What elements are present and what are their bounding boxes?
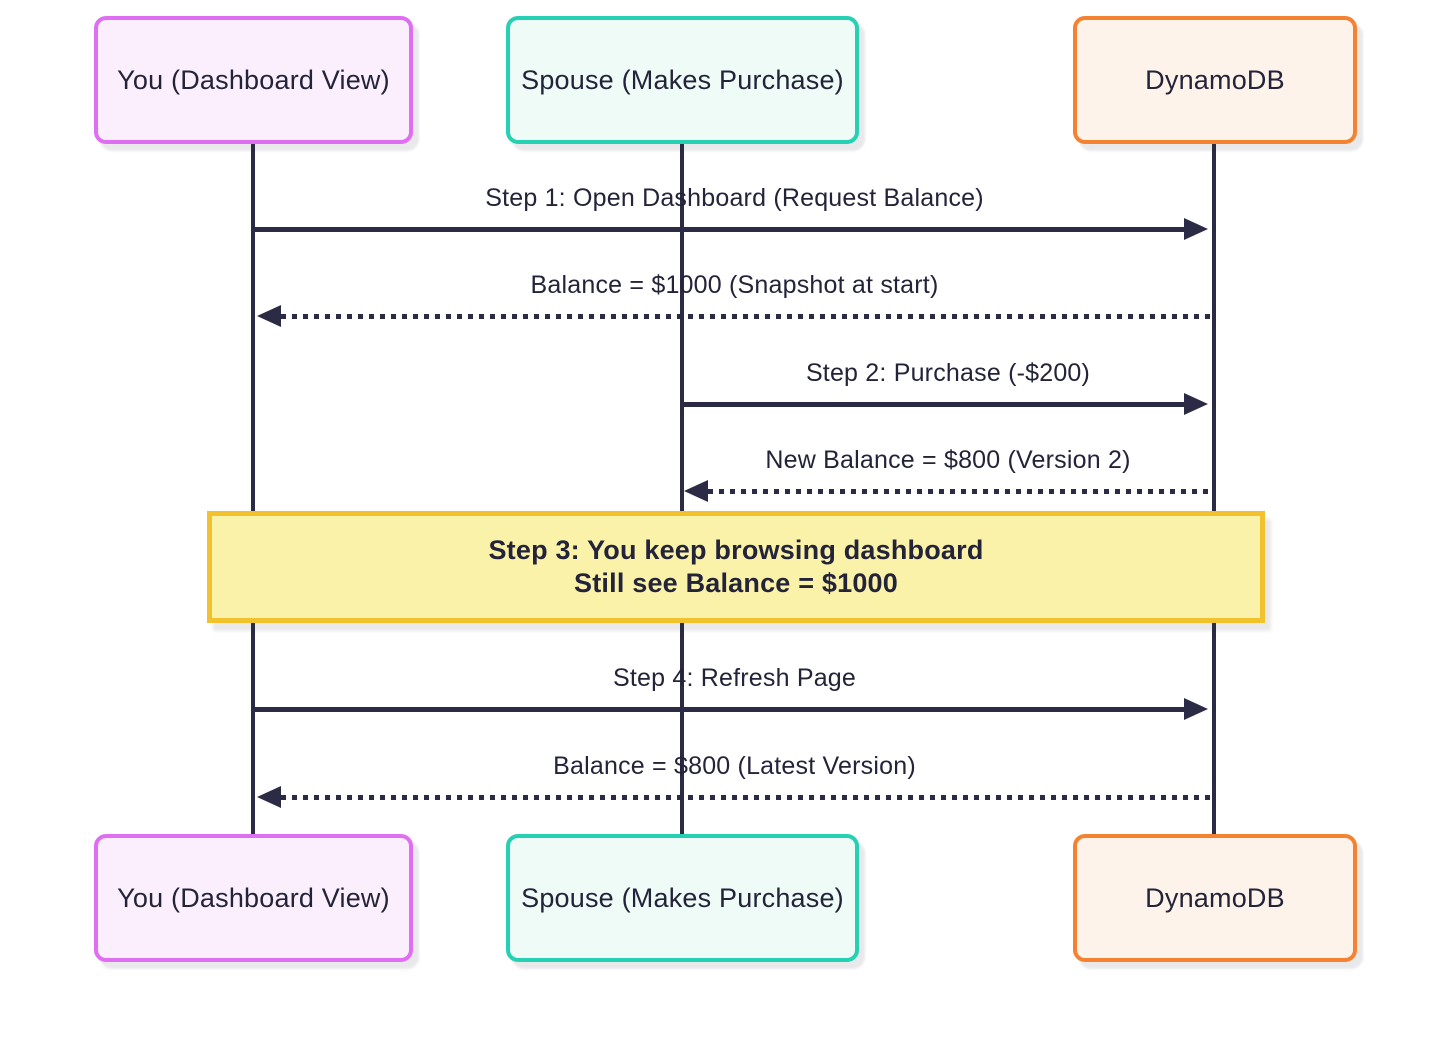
message-line-step4 <box>255 707 1186 712</box>
message-line-balance-1000 <box>281 314 1214 319</box>
lifeline-dynamodb <box>1212 144 1216 836</box>
actor-dynamodb-bottom: DynamoDB <box>1073 834 1357 962</box>
message-label-step1: Step 1: Open Dashboard (Request Balance) <box>485 184 984 212</box>
message-label-step4: Step 4: Refresh Page <box>612 664 857 692</box>
arrowhead-right-icon <box>1184 393 1208 415</box>
actor-spouse-bottom: Spouse (Makes Purchase) <box>506 834 859 962</box>
message-label-step2: Step 2: Purchase (-$200) <box>805 359 1091 387</box>
message-label-new-balance-800: New Balance = $800 (Version 2) <box>765 446 1131 474</box>
actor-you-bottom: You (Dashboard View) <box>94 834 413 962</box>
arrowhead-left-icon <box>257 305 281 327</box>
lifeline-you <box>251 144 255 836</box>
message-label-balance-800: Balance = $800 (Latest Version) <box>553 752 916 780</box>
message-line-step2 <box>682 402 1186 407</box>
actor-you-top: You (Dashboard View) <box>94 16 413 144</box>
actor-spouse-top: Spouse (Makes Purchase) <box>506 16 859 144</box>
lifeline-spouse <box>680 144 684 836</box>
arrowhead-right-icon <box>1184 698 1208 720</box>
message-label-balance-1000: Balance = $1000 (Snapshot at start) <box>530 271 939 299</box>
message-line-step1 <box>255 227 1186 232</box>
message-line-new-balance-800 <box>708 489 1214 494</box>
arrowhead-right-icon <box>1184 218 1208 240</box>
arrowhead-left-icon <box>684 480 708 502</box>
actor-dynamodb-top: DynamoDB <box>1073 16 1357 144</box>
note-line-1: Step 3: You keep browsing dashboard <box>488 535 984 565</box>
message-line-balance-800 <box>281 795 1214 800</box>
note-line-2: Still see Balance = $1000 <box>574 568 898 598</box>
arrowhead-left-icon <box>257 786 281 808</box>
note-step3: Step 3: You keep browsing dashboard Stil… <box>207 511 1265 623</box>
